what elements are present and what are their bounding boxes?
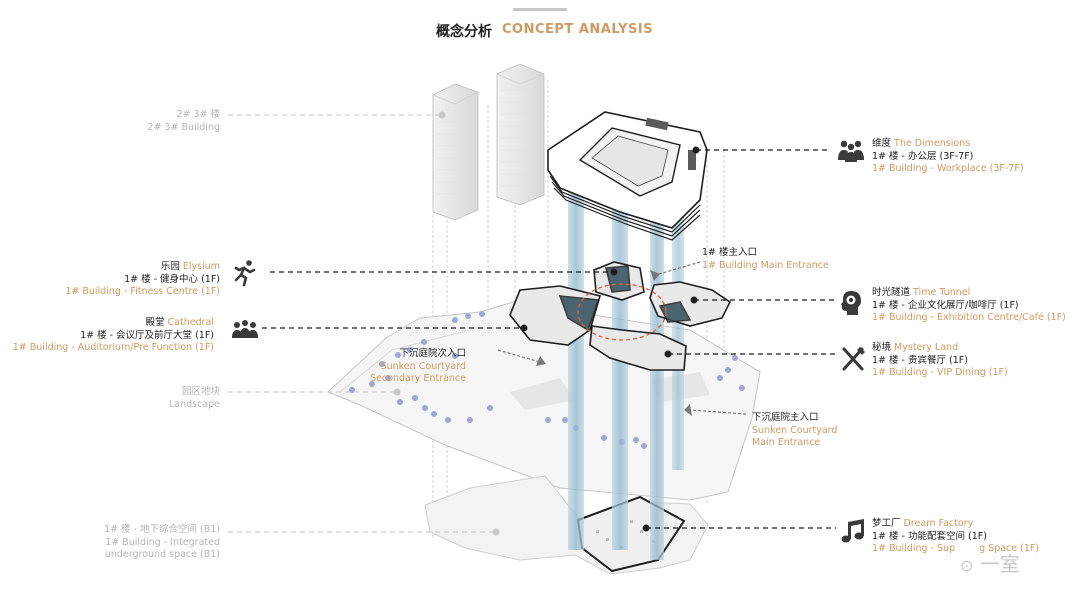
label-sunken-main-entrance: 下沉庭院主入口 Sunken Courtyard Main Entrance [752, 412, 838, 448]
meeting-people-icon [838, 140, 864, 162]
label-elysium: 乐园 Elysium 1# 楼 - 健身中心 (1F) 1# Building … [65, 261, 220, 297]
entrance-arrows [497, 261, 747, 415]
music-note-icon [841, 519, 864, 543]
label-dimensions: 维度 The Dimensions 1# 楼 - 办公层 (3F-7F) 1# … [872, 138, 1024, 174]
label-main-entrance: 1# 楼主入口 1# Building Main Entrance [702, 247, 829, 271]
dimensions-ring [547, 111, 708, 241]
leader-lines [262, 149, 838, 529]
label-time-tunnel: 时光隧道 Time Tunnel 1# 楼 - 企业文化展厅/咖啡厅 (1F) … [872, 287, 1066, 323]
towers-2-3 [432, 63, 545, 221]
label-sunken-secondary-entrance: 下沉庭院次入口 Sunken Courtyard Secondary Entra… [370, 348, 466, 384]
trees [349, 311, 745, 449]
fork-knife-icon [842, 347, 865, 371]
label-mystery-land: 秘境 Mystery Land 1# 楼 - 贵宾餐厅 (1F) 1# Buil… [872, 342, 1008, 378]
watermark: ⊙ 一室 [960, 552, 1020, 576]
label-towers-2-3: 2# 3# 楼 2# 3# Building [147, 109, 220, 133]
title-english: CONCEPT ANALYSIS [502, 22, 654, 37]
label-underground: 1# 楼 - 地下综合空间 (B1) 1# Building - Integra… [104, 524, 220, 560]
label-cathedral: 殿堂 Cathedral 1# 楼 - 会议厅及前厅大堂 (1F) 1# Bui… [12, 317, 214, 353]
label-dream-factory: 梦工厂 Dream Factory 1# 楼 - 功能配套空间 (1F) 1# … [872, 518, 1040, 554]
leader-dots [520, 146, 700, 532]
head-profile-icon [841, 291, 861, 315]
audience-group-icon [232, 320, 258, 338]
label-landscape: 园区地块 Landscape [168, 386, 220, 410]
circulation-loop [577, 283, 667, 341]
title-chinese: 概念分析 [436, 24, 492, 40]
running-person-icon [234, 260, 256, 287]
top-divider [513, 8, 567, 11]
